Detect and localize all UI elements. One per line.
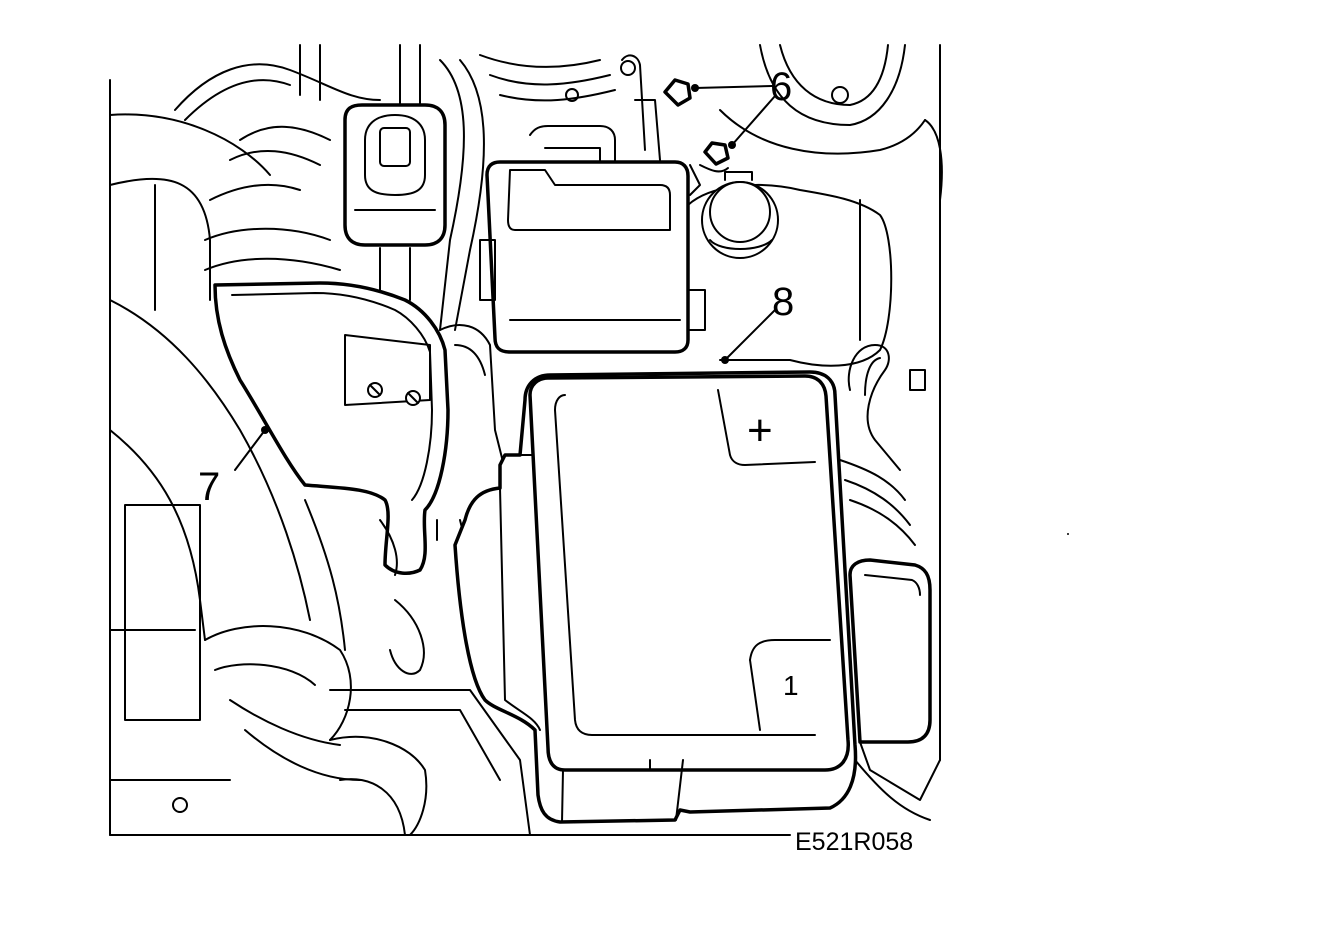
battery-positive-symbol: + (747, 406, 773, 455)
stray-dot (1067, 533, 1069, 535)
callout-6: 6 (770, 65, 792, 109)
coolant-expansion-tank (687, 171, 893, 367)
air-intake-duct (109, 113, 311, 813)
background-hoses (174, 44, 616, 331)
callout-8: 8 (772, 280, 794, 324)
strut-tower (719, 44, 943, 201)
figure-code: E521R058 (795, 828, 913, 856)
fuse-box (479, 125, 706, 354)
right-components (839, 344, 941, 821)
callout-leaders (234, 84, 776, 471)
battery-assembly (453, 370, 858, 824)
clips-group (565, 54, 730, 196)
lower-hose (204, 625, 531, 836)
battery-marker-symbol: 1 (783, 670, 799, 701)
brake-fluid-reservoir (343, 103, 447, 301)
callout-7: 7 (198, 465, 220, 509)
bracket-heat-shield (213, 281, 450, 576)
